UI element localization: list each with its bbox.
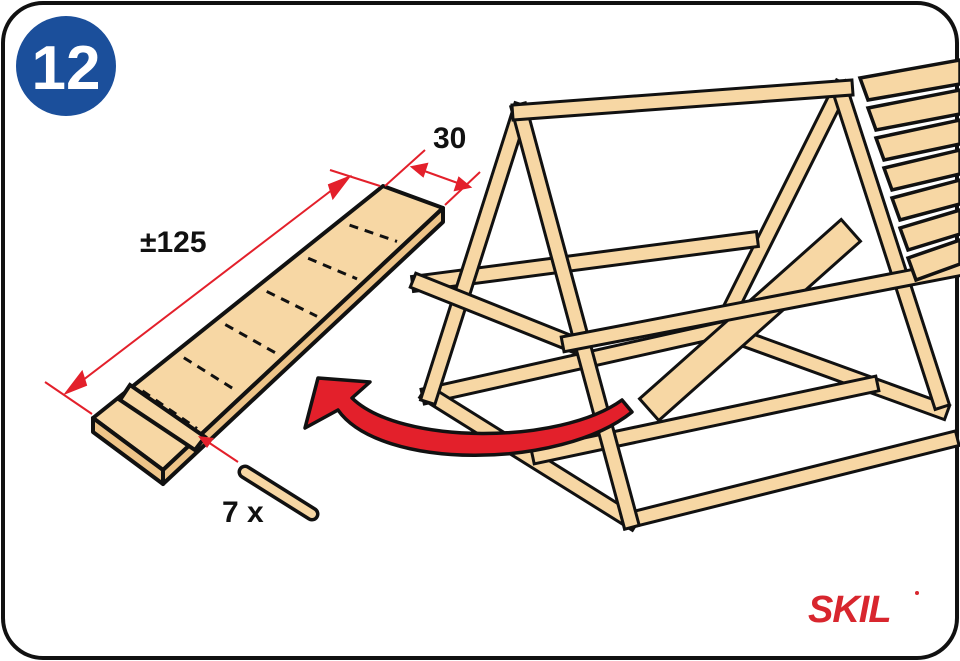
step-number: 12 <box>32 34 101 103</box>
roof-slat <box>881 148 960 193</box>
ramp-plank <box>91 184 445 486</box>
roof-panels <box>857 58 960 283</box>
dimension-width <box>384 149 481 206</box>
beam <box>513 81 852 119</box>
beam <box>412 275 578 351</box>
roof-slat <box>873 118 960 163</box>
dowel <box>198 436 320 522</box>
brand-logo-text: SKIL <box>808 589 891 631</box>
skil-logo: SKIL <box>808 589 919 631</box>
beam <box>421 386 639 529</box>
a-frame-structure <box>408 77 960 533</box>
roof-slat <box>865 88 960 132</box>
beam <box>422 322 728 403</box>
plank-cut-line <box>349 223 398 243</box>
beam <box>641 221 859 419</box>
beam <box>422 104 528 403</box>
dimension-width-label: 30 <box>433 122 466 155</box>
curved-arrow <box>303 376 634 457</box>
beam <box>512 104 638 528</box>
beam <box>562 261 960 351</box>
roof-slat <box>857 58 960 102</box>
dowel-quantity-label: 7 x <box>222 496 264 529</box>
roof-slat <box>897 208 960 253</box>
beam <box>712 322 948 418</box>
beam <box>532 377 878 463</box>
beam <box>711 81 849 339</box>
plank-cut-line <box>141 389 198 430</box>
dimension-length-label: ±125 <box>140 226 207 259</box>
plank-cut-line <box>183 356 238 393</box>
dimension-length <box>44 169 381 415</box>
step-badge: 12 <box>16 16 116 116</box>
plank-cut-line <box>307 256 358 281</box>
roof-slat <box>905 238 960 283</box>
beam <box>832 82 948 408</box>
roof-slat <box>889 178 960 223</box>
plank-cut-line <box>224 323 278 356</box>
beam <box>622 432 958 528</box>
